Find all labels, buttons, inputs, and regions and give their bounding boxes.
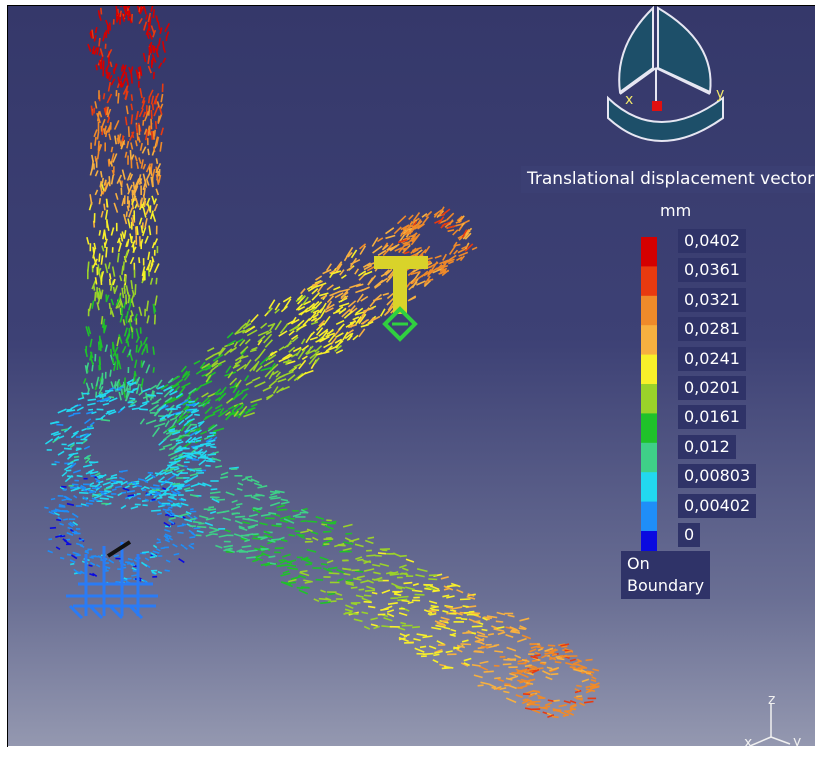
legend-color-swatch xyxy=(641,384,657,414)
legend-label: 0 xyxy=(678,523,701,547)
clamp-constraint-icon[interactable] xyxy=(66,540,158,620)
legend-label: 0,0201 xyxy=(678,376,746,400)
legend-unit: mm xyxy=(660,201,692,220)
triad-z-label: z xyxy=(768,692,775,708)
legend-label: 0,0361 xyxy=(678,258,746,283)
legend-title: Translational displacement vector xyxy=(521,166,815,193)
legend-color-swatch xyxy=(641,354,657,385)
3d-viewport[interactable]: x y z x y Translational displacement vec… xyxy=(8,6,815,746)
legend-label: 0,0402 xyxy=(678,229,746,253)
legend-color-swatch xyxy=(641,266,657,297)
legend-color-swatch xyxy=(641,501,657,532)
triad-x-label: x xyxy=(744,735,752,746)
legend-label: 0,012 xyxy=(678,434,736,459)
legend-label: 0,00803 xyxy=(678,464,757,489)
legend-color-swatch xyxy=(641,472,657,503)
legend-label: 0,0281 xyxy=(678,317,746,342)
legend-color-swatch xyxy=(641,442,657,473)
vector-field xyxy=(44,6,600,719)
viewport-frame-left xyxy=(7,5,8,747)
axis-triad-icon: z x y xyxy=(744,692,801,746)
compass-icon[interactable]: x y xyxy=(607,6,724,142)
legend-boundary-label: On Boundary xyxy=(621,551,711,599)
compass-x-label: x xyxy=(625,92,633,108)
legend-color-swatch xyxy=(641,325,657,356)
legend-label: 0,00402 xyxy=(678,493,757,518)
legend-label: 0,0321 xyxy=(678,287,746,312)
legend-label: 0,0161 xyxy=(678,405,746,430)
legend-color-scale xyxy=(641,237,657,561)
legend-color-swatch xyxy=(641,237,657,267)
compass-y-label: y xyxy=(716,86,724,102)
viewport-frame-top xyxy=(8,5,815,6)
force-load-icon[interactable] xyxy=(374,256,428,342)
legend-label: 0,0241 xyxy=(678,346,746,371)
displacement-vector-plot[interactable]: x y z x y xyxy=(8,6,815,746)
legend-color-swatch xyxy=(641,413,657,444)
legend-color-swatch xyxy=(641,295,657,326)
triad-y-label: y xyxy=(793,734,801,746)
